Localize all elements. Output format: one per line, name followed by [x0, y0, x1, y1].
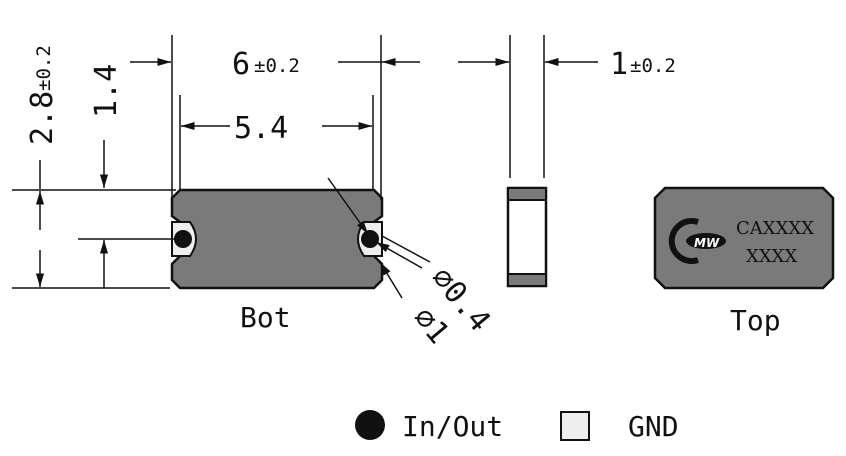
bottom-view-label: Bot [240, 301, 291, 334]
marking-line-2: XXXX [746, 246, 797, 267]
thickness-tol-text: ±0.2 [630, 55, 676, 77]
logo-text: MW [694, 236, 720, 250]
brand-logo: MW [668, 218, 726, 264]
bottom-view [170, 188, 384, 290]
legend: In/Out GND [355, 410, 679, 443]
length-dimension: 6 ±0.2 [130, 47, 420, 82]
gnd-legend-label: GND [628, 410, 679, 443]
inner-length-text: 5.4 [234, 111, 288, 146]
side-view [506, 35, 548, 288]
length-main-text: 6 [232, 47, 250, 82]
inner-length-dimension: 5.4 [181, 111, 372, 146]
width-main-text: 2.8 [25, 91, 60, 145]
bottom-body [170, 188, 384, 290]
inout-legend-label: In/Out [402, 410, 503, 443]
side-bottom-band [507, 273, 547, 287]
left-io-pin [174, 230, 192, 248]
right-io-pin [361, 230, 379, 248]
pad-offset-dimension: 1.4 [89, 64, 124, 288]
top-body [653, 186, 835, 290]
inout-legend-icon [355, 410, 385, 440]
marking-line-1: CAXXXX [736, 218, 814, 239]
gnd-legend-icon [560, 411, 590, 441]
width-tol-text: ±0.2 [33, 45, 55, 91]
top-view-label: Top [730, 304, 781, 337]
thickness-dimension: 1 ±0.2 [458, 47, 676, 82]
width-dimension: 2.8 ±0.2 [25, 45, 60, 287]
top-view: MW CAXXXX XXXX [653, 186, 835, 290]
pad-offset-text: 1.4 [89, 64, 124, 118]
length-tol-text: ±0.2 [254, 55, 300, 77]
side-body [506, 186, 548, 288]
side-top-band [507, 187, 547, 201]
thickness-main-text: 1 [610, 47, 628, 82]
